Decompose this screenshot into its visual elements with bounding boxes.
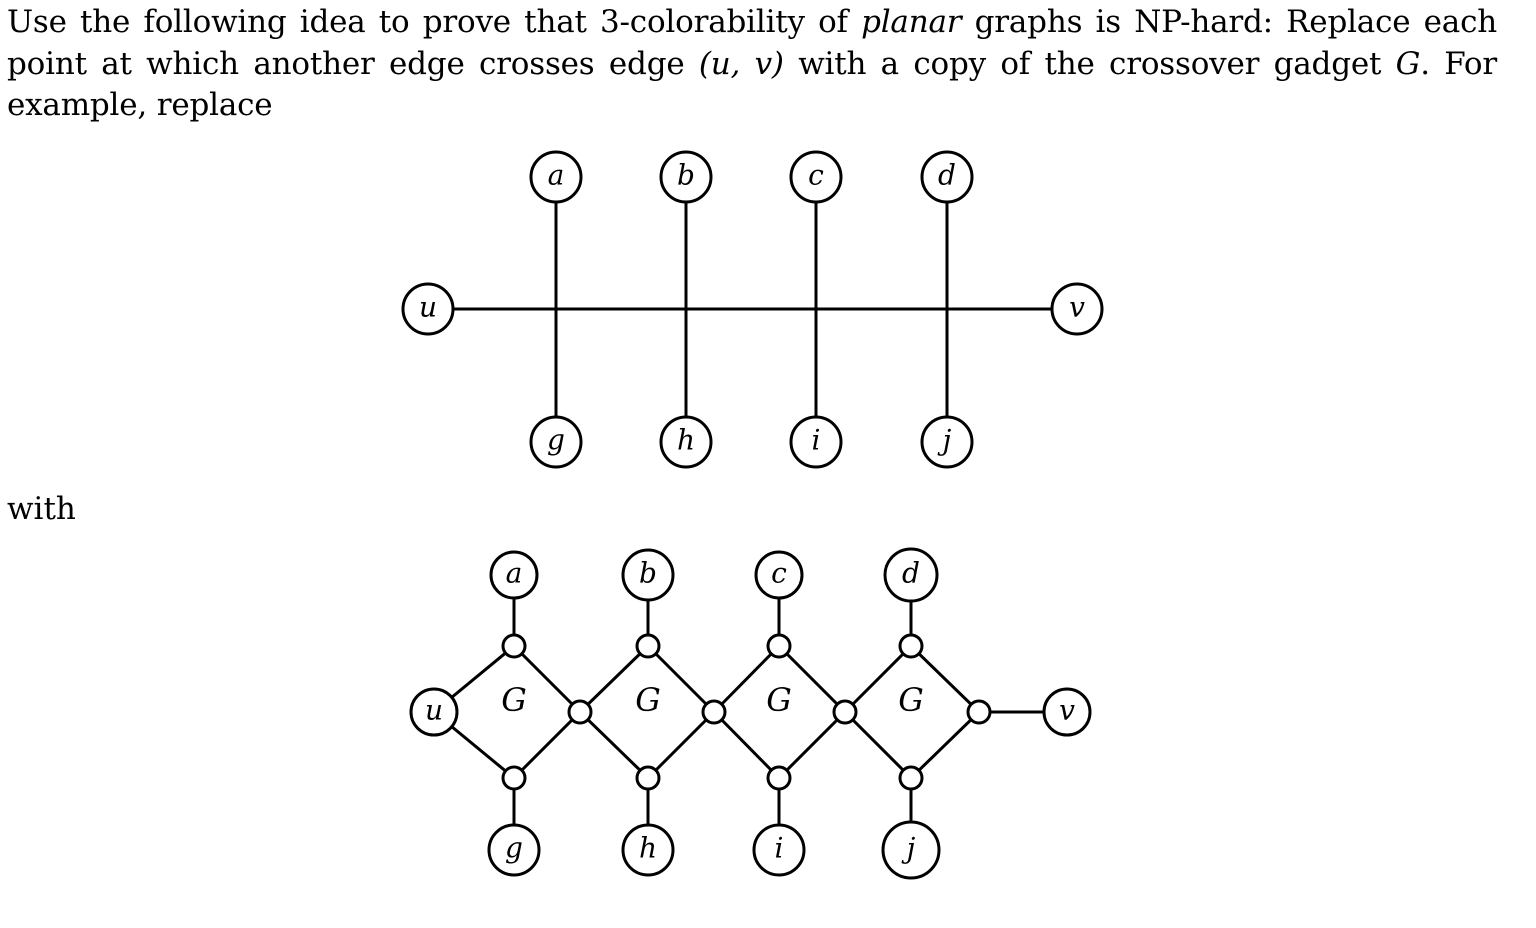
node-label: v [1069, 291, 1085, 324]
junction-vertex [766, 633, 792, 659]
node-label: u [425, 694, 443, 727]
node-b: b [621, 548, 675, 602]
node-v: v [1050, 282, 1104, 336]
node-label: d [938, 159, 956, 192]
node-c: c [789, 150, 843, 204]
node-label: a [506, 557, 523, 590]
node-label: h [677, 424, 695, 457]
node-u: u [401, 282, 455, 336]
intro-text-3: with a copy of the crossover gadget [783, 45, 1396, 82]
node-label: i [775, 832, 784, 865]
junction-vertex [832, 699, 858, 725]
gadget-label-1: G [501, 681, 527, 719]
node-label: u [419, 291, 437, 324]
node-i: i [752, 823, 806, 877]
node-label: a [548, 159, 565, 192]
junction-vertex [635, 765, 661, 791]
node-d: d [883, 547, 939, 603]
junction-vertex [701, 699, 727, 725]
intro-gadget: G [1395, 45, 1421, 82]
junction-vertex [635, 633, 661, 659]
junction-vertex [898, 765, 924, 791]
node-g: g [529, 415, 583, 469]
intro-planar: planar [861, 4, 962, 40]
with-label: with [7, 491, 76, 527]
node-a: a [489, 550, 539, 600]
bottom-diagram: G G G G u v a b [409, 547, 1092, 880]
node-i: i [789, 415, 843, 469]
node-label: g [547, 424, 565, 457]
intro-edge: (u, v) [698, 45, 784, 82]
gadget-label-2: G [635, 681, 661, 719]
junction-vertex [766, 765, 792, 791]
node-j: j [920, 415, 974, 469]
intro-text-4: . For example, replace [7, 45, 1497, 124]
node-label: g [505, 832, 523, 865]
node-label: b [639, 557, 657, 590]
node-d: d [920, 150, 974, 204]
node-label: b [677, 159, 695, 192]
node-b: b [659, 150, 713, 204]
junction-vertex [898, 633, 924, 659]
intro-paragraph: Use the following idea to prove that 3-c… [7, 2, 1497, 127]
node-g: g [487, 823, 541, 877]
top-diagram: u v a b c d g h [401, 150, 1104, 469]
node-h: h [621, 823, 675, 877]
node-a: a [529, 150, 583, 204]
junction-vertex [966, 699, 992, 725]
junction-vertex [501, 765, 527, 791]
junction-vertex [567, 699, 593, 725]
node-c: c [754, 550, 804, 600]
intro-text-2: graphs is NP-hard: Replace each point at… [7, 4, 1497, 82]
junction-vertex [501, 633, 527, 659]
gadget-label-4: G [898, 681, 924, 719]
intro-text-1: Use the following idea to prove that 3-c… [7, 4, 862, 40]
node-label: h [639, 832, 657, 865]
node-j: j [881, 820, 941, 880]
node-label: v [1059, 694, 1075, 727]
node-label: c [808, 159, 824, 192]
node-h: h [659, 415, 713, 469]
node-label: c [771, 557, 787, 590]
node-label: i [812, 424, 821, 457]
node-label: d [902, 557, 920, 590]
gadget-label-3: G [766, 681, 792, 719]
node-u: u [409, 687, 459, 737]
node-v: v [1042, 687, 1092, 737]
